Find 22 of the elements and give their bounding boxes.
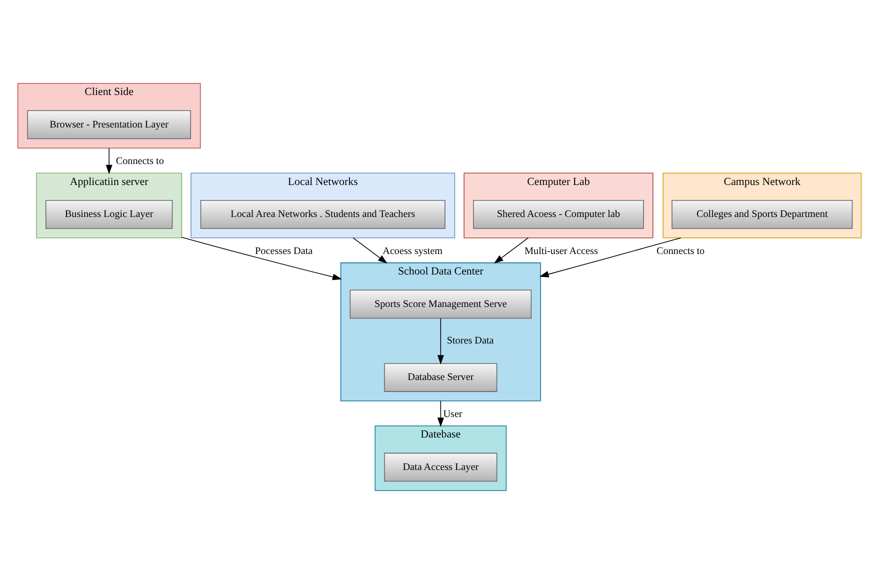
edge-label: Multi-user Access	[524, 246, 598, 257]
node-box: Local Area Networks . Students and Teachers	[200, 200, 446, 229]
node-box: Shered Acoess - Computer lab	[473, 200, 644, 229]
node-box: Sports Score Management Serve	[350, 290, 532, 319]
node-box: Data Access Layer	[384, 452, 498, 482]
node-box: Business Logic Layer	[46, 200, 173, 229]
arrow	[437, 400, 444, 428]
edge-label: User	[443, 408, 462, 420]
edge-label: Pocesses Data	[255, 246, 313, 257]
arrow	[352, 237, 388, 264]
arrow	[106, 148, 112, 174]
arrow	[539, 237, 682, 278]
edge-label: Acoess system	[382, 246, 443, 257]
node-box: Browser - Presentation Layer	[27, 110, 191, 140]
edge-label: Connects to	[116, 156, 164, 168]
arrow	[181, 236, 342, 280]
node-box: Colleges and Sports Department	[672, 200, 853, 229]
arrow	[494, 237, 529, 264]
edge-label: Connects to	[656, 246, 705, 257]
arrow	[437, 318, 444, 364]
node-box: Database Server	[384, 363, 498, 392]
edge-label: Stores Data	[446, 335, 494, 346]
